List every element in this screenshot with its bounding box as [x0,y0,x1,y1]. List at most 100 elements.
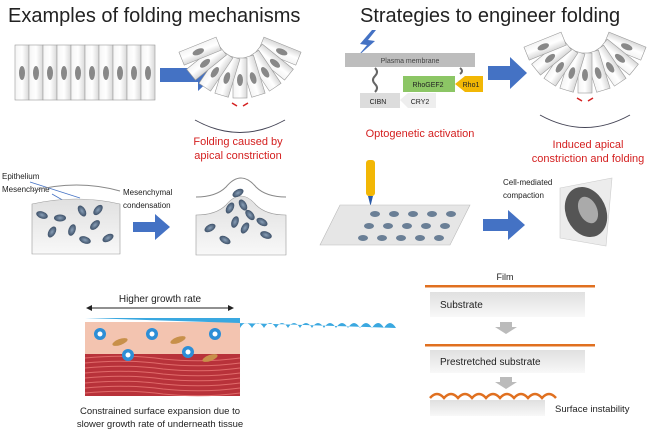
cell-cluster [396,235,406,241]
compaction-label-2: compaction [503,191,544,200]
mesenchymal-cell [102,233,114,243]
epithelium-bulge [195,177,287,198]
mesenchymal-cell [36,211,48,219]
folded-epithelium-left [178,36,302,133]
cell-cluster [440,223,450,229]
bend-arrow [539,114,631,128]
rho1-label: Rho1 [463,82,480,89]
muscle-fiber [84,375,241,382]
cell-cluster [389,211,399,217]
prestretched-label: Prestretched substrate [440,357,541,368]
cell-cluster [434,235,444,241]
film-label: Film [497,272,514,282]
membrane-label: Plasma membrane [381,58,440,65]
instability-label: Surface instability [555,404,630,415]
mesenchymal-cell [260,231,272,239]
compaction-label-1: Cell-mediated [503,178,552,187]
nucleus [47,66,53,80]
pipette-tip-icon [368,196,373,206]
mesenchymal-cell [231,216,239,228]
mesenchymal-cell [245,209,255,221]
mesenchymal-cell [79,236,91,244]
rho1-box [455,76,483,92]
light-bolt-icon [357,30,376,57]
cell [178,36,222,66]
plasma-membrane [345,53,475,67]
mesenchymal-cell [47,226,57,238]
epithelium-layer [31,184,121,192]
cell-cluster [421,223,431,229]
fibroblast [202,354,218,362]
mesenchymal-cell [77,205,87,217]
constriction-mark [576,97,594,102]
cry2-label: CRY2 [411,99,430,106]
mesenchymal-cell [240,222,250,234]
nucleus [61,66,67,80]
induced-caption-1: Induced apical [553,139,624,151]
substrate-label: Substrate [440,300,483,311]
cell-cluster [408,211,418,217]
muscle-fiber [84,365,241,372]
cell-cluster [446,211,456,217]
nucleus [145,66,151,80]
nucleus [19,66,25,80]
film-layer [425,285,595,288]
mesenchymal-cell [68,224,76,236]
right-title: Strategies to engineer folding [360,5,620,27]
induced-caption-2: constriction and folding [532,153,645,165]
left-title: Examples of folding mechanisms [8,5,300,27]
cell [523,31,567,61]
nucleus [75,66,81,80]
muscle-fiber [84,360,241,367]
wrinkled-film [429,392,557,400]
nucleus [103,66,109,80]
nucleus [33,66,39,80]
arrow-down-icon [495,322,517,334]
substrate-block [430,292,585,317]
constriction-mark [231,102,249,107]
arrow-down-icon [495,377,517,389]
muscle-fiber [84,390,241,397]
arrow-right-icon [483,210,525,240]
muscle-fiber [84,355,241,362]
mesenchyme-tissue [31,198,121,255]
mesenchyme-label: Mesenchyme [2,185,50,194]
cibn-label: CIBN [370,99,387,106]
nucleus [131,66,137,80]
arrow-right-icon [133,214,170,240]
prestretched-block [430,350,585,373]
cell [253,43,294,81]
muscle-fiber [84,385,241,392]
apical-caption-2: apical constriction [194,150,281,162]
mesenchymal-cell [238,199,248,211]
growth-caption-1: Constrained surface expansion due to [80,406,240,417]
mesenchymal-cell [54,214,66,222]
fibroblast [112,338,128,346]
rhogef2-box [403,76,455,92]
tether-icon [459,67,463,75]
condensation-label-2: condensation [123,201,171,210]
fibroblast [170,336,186,344]
pipette-icon [366,160,375,196]
epithelium-label: Epithelium [2,172,40,181]
cell-cluster [377,235,387,241]
cibn-box [360,93,400,108]
tissue-illustration [84,318,396,397]
bend-arrow [194,119,286,133]
rhogef2-label: RhoGEF2 [412,82,443,89]
mesenchymal-cell [204,223,216,233]
mesenchymal-cell [225,202,235,214]
muscle-fiber [84,380,241,387]
cell-cluster [358,235,368,241]
growth-caption-2: slower growth rate of underneath tissue [77,419,243,430]
cry2-box [400,93,436,108]
cell-cluster [402,223,412,229]
apical-caption-1: Folding caused by [193,136,283,148]
optogenetic-caption: Optogenetic activation [366,128,475,140]
cell [186,43,227,81]
columnar-epithelium [14,44,156,101]
mesenchymal-cell [232,188,244,198]
mesenchymal-cell [93,204,103,216]
cell [559,49,586,93]
